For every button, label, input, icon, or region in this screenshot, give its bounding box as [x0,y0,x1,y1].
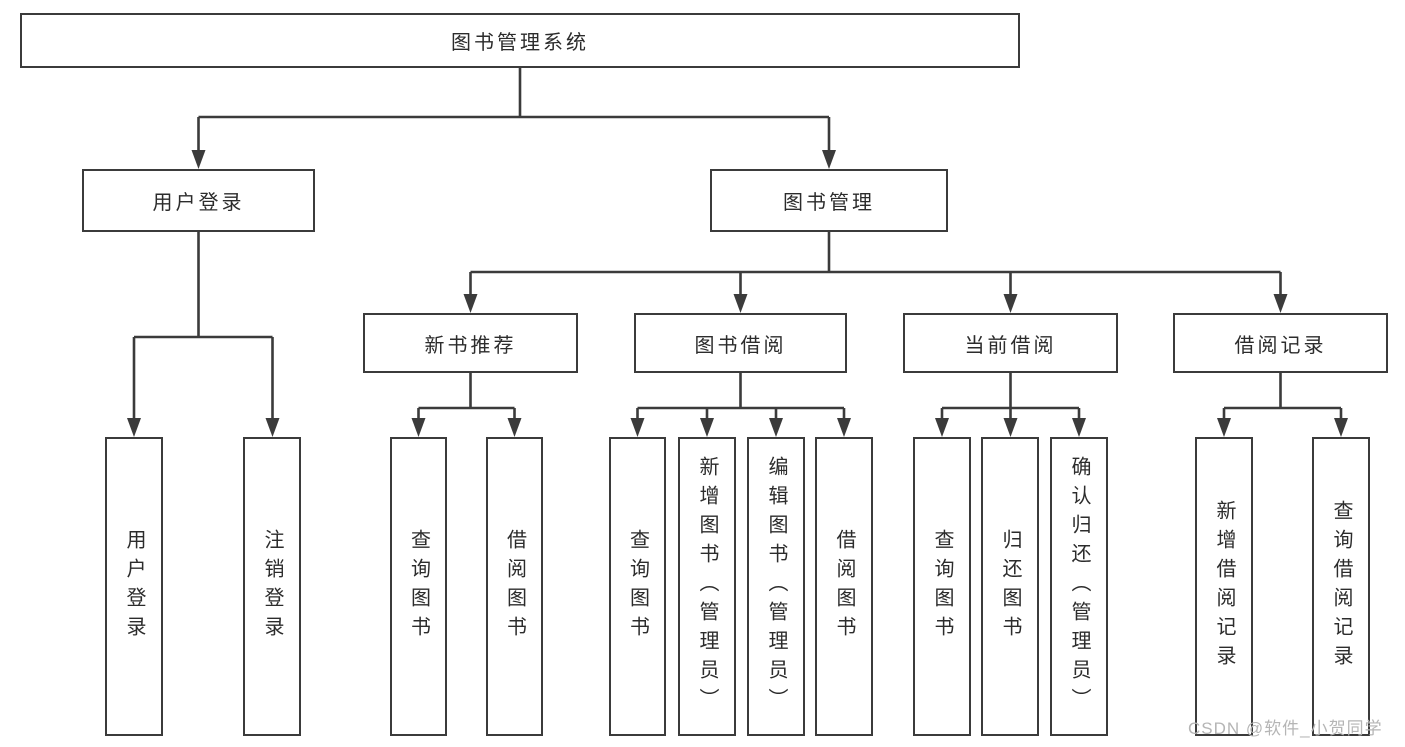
node-label: 查询借阅记录 [1330,499,1352,674]
node-add-borrow-record: 新增借阅记录 [1195,437,1253,736]
node-new-book-recommend: 新书推荐 [363,313,578,373]
node-label: 借阅图书 [503,528,526,645]
node-label: 图书管理 [783,192,875,214]
node-label: 借阅图书 [833,528,855,645]
node-label: 图书管理系统 [451,32,589,54]
csdn-watermark: CSDN @软件_小贺同学 [1188,719,1383,738]
node-label: 注销登录 [261,528,283,645]
node-query-books-borrow: 查询图书 [609,437,666,736]
node-label: 查询图书 [626,528,649,645]
node-confirm-return-admin: 确认归还（管理员） [1050,437,1108,736]
node-add-book-admin: 新增图书（管理员） [678,437,736,736]
node-label: 新书推荐 [424,334,517,357]
node-borrow-records: 借阅记录 [1173,313,1388,373]
node-borrow-books-recommend: 借阅图书 [486,437,543,736]
connector-root-to-level2 [191,68,836,169]
node-book-borrow: 图书借阅 [634,313,847,373]
node-label: 图书借阅 [694,334,787,357]
node-label: 当前借阅 [964,334,1057,357]
node-label: 借阅记录 [1234,334,1327,357]
node-label: 新增借阅记录 [1213,499,1235,674]
node-query-books-current: 查询图书 [913,437,971,736]
node-query-books-recommend: 查询图书 [390,437,447,736]
node-label: 归还图书 [999,528,1021,645]
node-label: 查询图书 [931,528,953,645]
node-current-borrow: 当前借阅 [903,313,1118,373]
node-edit-book-admin: 编辑图书（管理员） [747,437,805,736]
connector-user-login-to-leaves [127,232,280,437]
node-label: 用户登录 [123,528,145,645]
node-label: 新增图书（管理员） [696,456,718,717]
connector-current-borrow-to-leaves [935,373,1086,437]
node-label: 确认归还（管理员） [1068,456,1090,717]
connector-book-borrow-to-leaves [630,373,851,437]
connector-book-management-to-level3 [463,232,1288,313]
node-user-login: 用户登录 [82,169,315,232]
node-query-borrow-record: 查询借阅记录 [1312,437,1370,736]
connector-borrow-records-to-leaves [1217,373,1348,437]
node-label: 查询图书 [407,528,430,645]
connector-new-book-recommend-to-leaves [411,373,522,437]
node-borrow-books-leaf: 借阅图书 [815,437,873,736]
node-user-login-leaf: 用户登录 [105,437,163,736]
node-return-book: 归还图书 [981,437,1039,736]
node-book-management: 图书管理 [710,169,948,232]
node-label: 用户登录 [152,192,245,214]
node-logout-leaf: 注销登录 [243,437,301,736]
node-label: 编辑图书（管理员） [765,456,787,717]
node-library-management-system: 图书管理系统 [20,13,1020,68]
